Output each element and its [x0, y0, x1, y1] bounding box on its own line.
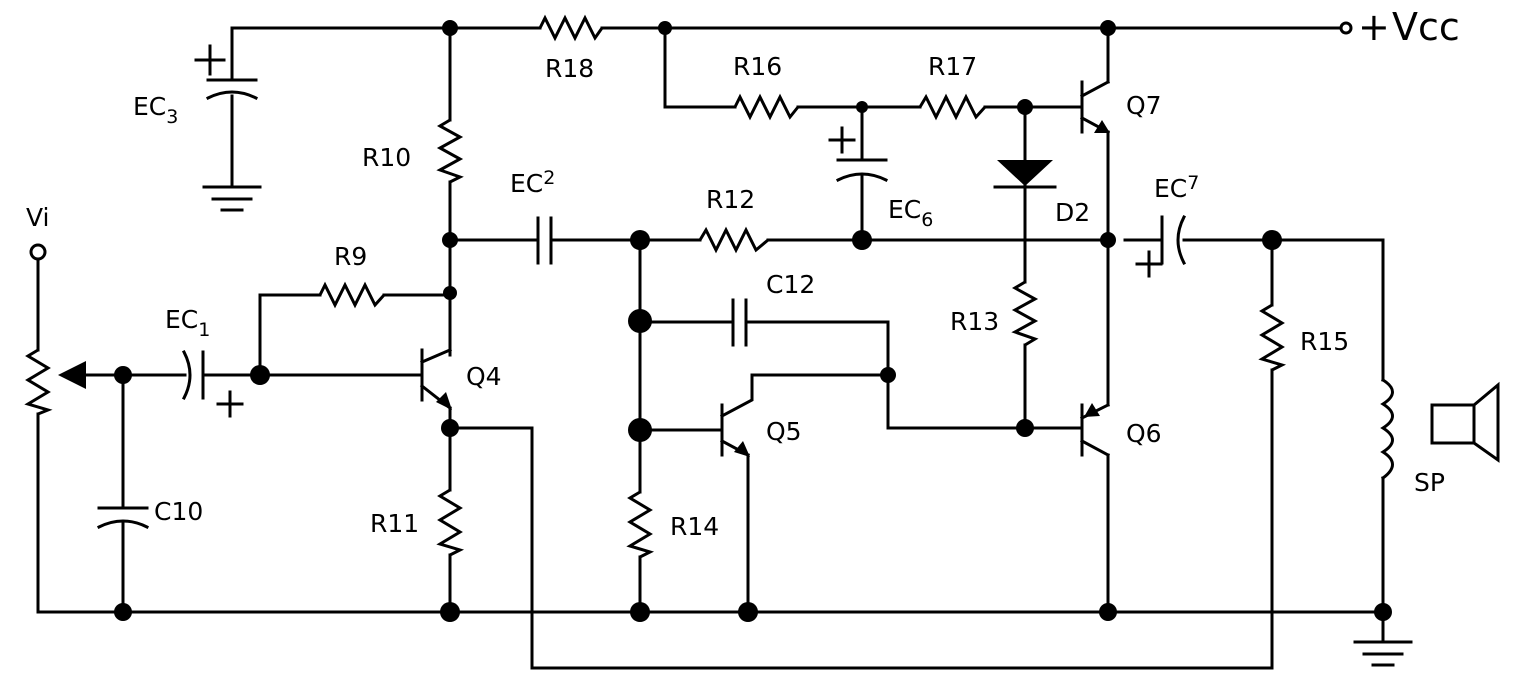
diode-d2	[993, 160, 1057, 189]
supply-name: Vcc	[1392, 5, 1460, 49]
label-c10: C10	[154, 497, 203, 526]
label-r18: R18	[545, 54, 594, 83]
potentiometer	[24, 348, 88, 416]
capacitor-ec6	[828, 126, 889, 183]
ground-symbol	[1353, 640, 1413, 667]
label-d2: D2	[1055, 198, 1090, 227]
label-r11: R11	[370, 509, 419, 538]
resistor-r15	[1258, 303, 1287, 372]
label-q6: Q6	[1126, 419, 1162, 448]
label-ec7: EC7	[1154, 172, 1199, 203]
resistor-r9	[318, 281, 386, 309]
label-q7: Q7	[1126, 91, 1162, 120]
supply-label: + Vcc	[1358, 5, 1460, 49]
transistor-q5	[719, 373, 754, 458]
resistor-r13	[1011, 280, 1039, 347]
wires	[36, 26, 1385, 670]
resistor-r17	[918, 93, 987, 121]
label-r13: R13	[950, 307, 999, 336]
label-q5: Q5	[766, 417, 802, 446]
label-ec3: EC3	[133, 92, 178, 128]
capacitor-ec3	[194, 44, 259, 101]
label-ec1: EC1	[165, 305, 210, 341]
vi-terminal	[29, 243, 47, 261]
capacitor-c10	[96, 506, 150, 530]
resistor-r18	[538, 14, 604, 42]
transistor-q4	[419, 348, 453, 411]
capacitor-c12	[731, 298, 748, 347]
resistor-r14	[626, 490, 655, 559]
vcc-terminal	[1339, 21, 1353, 35]
label-r15: R15	[1300, 327, 1349, 356]
capacitor-ec1	[181, 349, 244, 418]
transistor-q6	[1079, 402, 1111, 458]
label-ec6: EC6	[888, 195, 933, 231]
resistor-r10	[436, 118, 464, 184]
label-q4: Q4	[466, 362, 502, 391]
capacitor-ec7	[1135, 214, 1187, 278]
input-label: Vi	[26, 203, 50, 232]
label-r17: R17	[928, 52, 977, 81]
speaker-icon	[1430, 381, 1500, 463]
junctions	[114, 20, 1392, 622]
label-r14: R14	[670, 512, 719, 541]
coil	[1380, 377, 1394, 481]
resistor-r11	[436, 488, 465, 557]
label-r12: R12	[706, 185, 755, 214]
capacitor-ec2	[536, 216, 553, 265]
label-r10: R10	[362, 143, 411, 172]
label-sp: SP	[1414, 468, 1445, 497]
label-ec2: EC2	[510, 167, 555, 198]
label-r16: R16	[733, 52, 782, 81]
transistor-q7	[1079, 79, 1111, 135]
label-c12: C12	[766, 270, 815, 299]
resistor-r12	[698, 226, 769, 254]
supply-plus: +	[1358, 5, 1390, 49]
label-r9: R9	[334, 242, 367, 271]
resistor-r16	[733, 93, 800, 121]
ground-symbol	[202, 185, 262, 212]
